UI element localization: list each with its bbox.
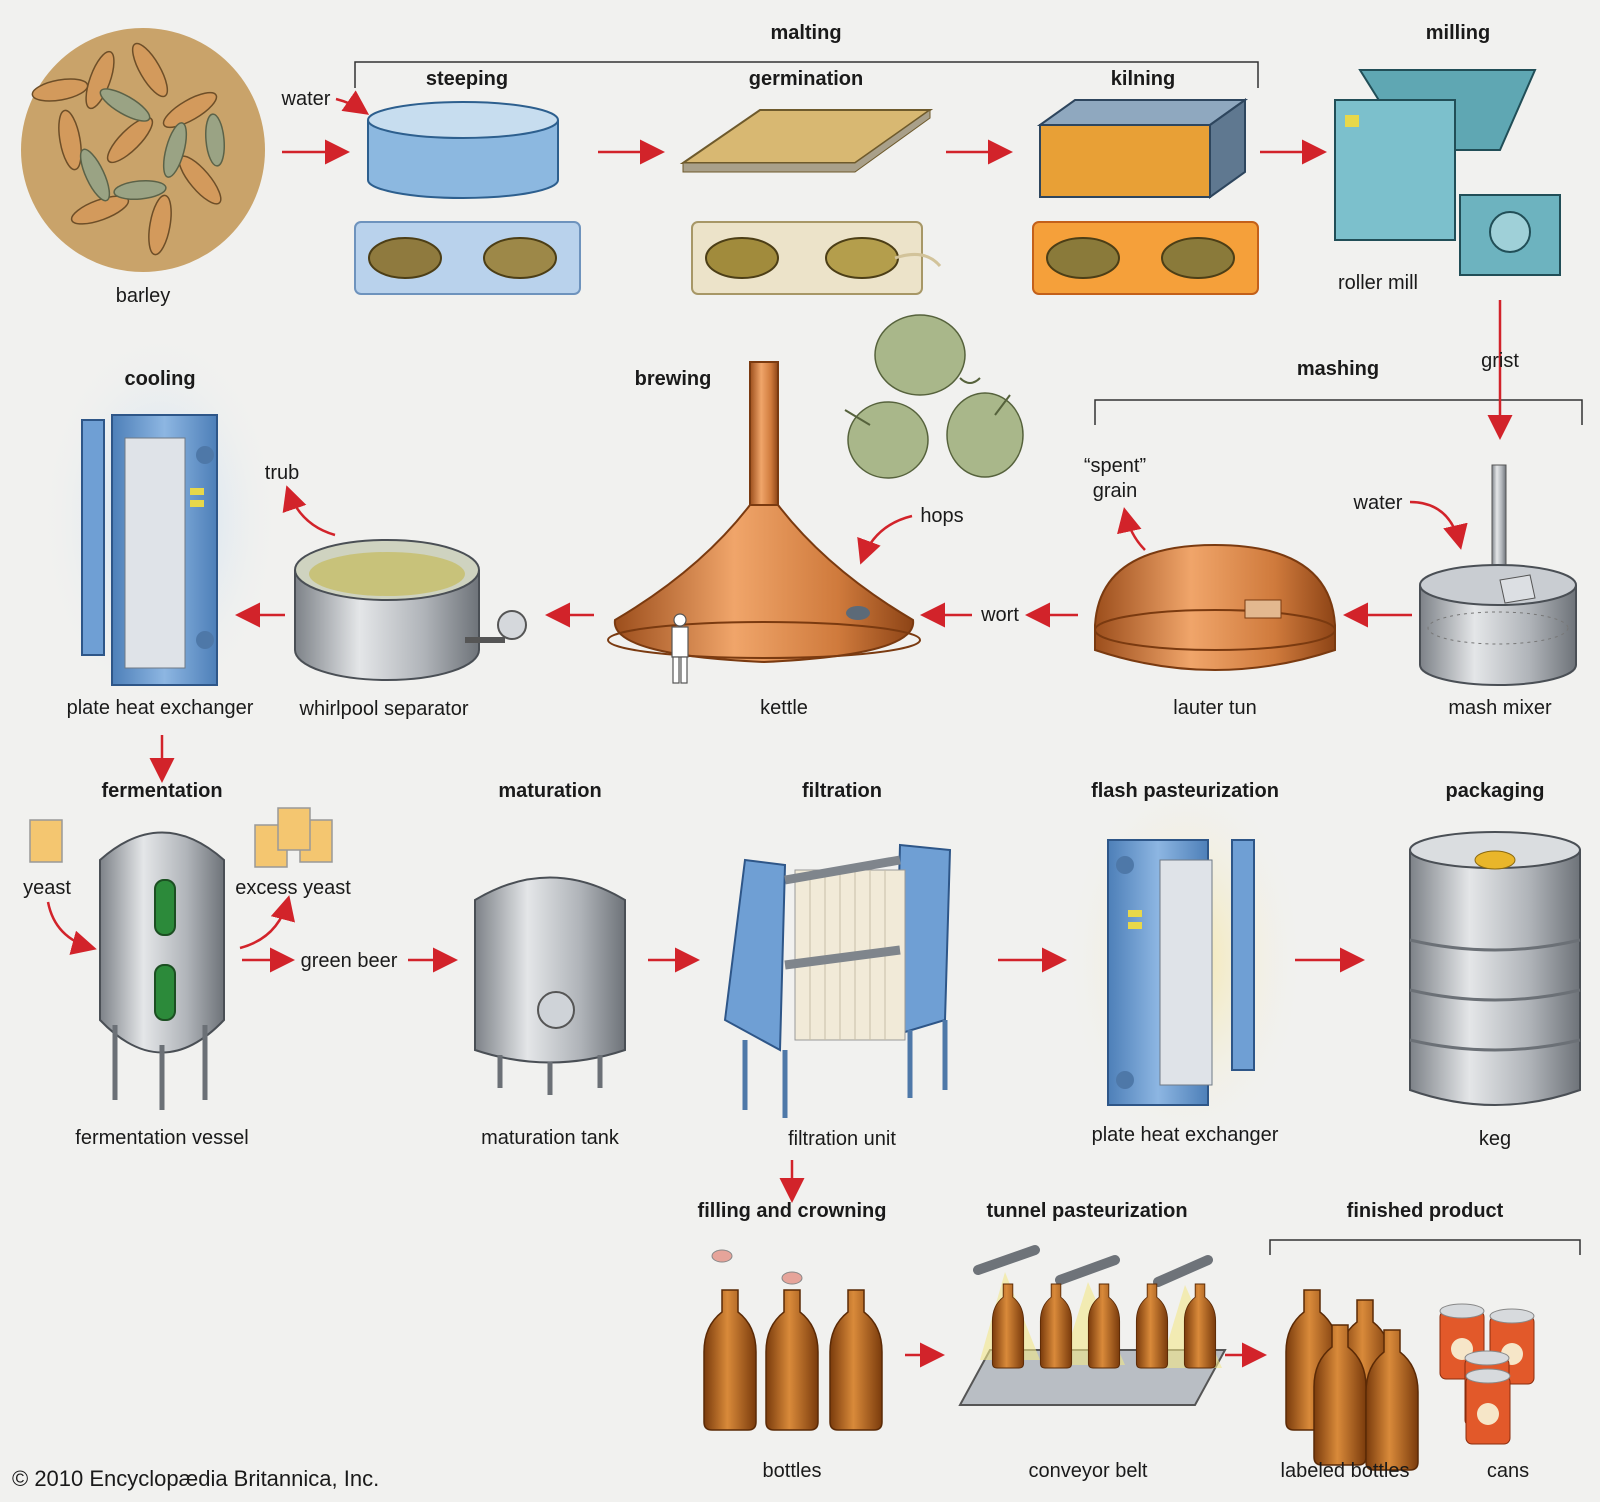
label-roller-mill: roller mill	[1338, 272, 1418, 294]
label-grist: grist	[1481, 350, 1519, 372]
label-yeast: yeast	[23, 877, 71, 899]
finished-product-bracket	[1269, 1239, 1581, 1255]
barley-grain-icon	[21, 28, 265, 272]
label-water-mash: water	[1353, 492, 1403, 514]
kettle-icon	[607, 361, 921, 684]
label-cans: cans	[1486, 1460, 1530, 1482]
label-spent-2: grain	[1092, 480, 1138, 502]
stage-steeping: steeping	[425, 68, 509, 90]
label-wort: wort	[981, 604, 1019, 626]
heat-exchanger-2-icon	[1107, 839, 1255, 1106]
label-plate-heat-exchanger-1: plate heat exchanger	[66, 697, 254, 719]
stage-malting: malting	[770, 22, 842, 44]
hops-icon	[844, 314, 1024, 479]
kiln-icon	[1032, 98, 1259, 295]
label-lauter-tun: lauter tun	[1173, 697, 1257, 719]
stage-filtration: filtration	[802, 780, 882, 802]
label-water-top: water	[281, 88, 331, 110]
stage-fermentation: fermentation	[101, 780, 223, 802]
stage-packaging: packaging	[1445, 780, 1545, 802]
stage-finished-product: finished product	[1346, 1200, 1504, 1222]
roller-mill-icon	[1334, 69, 1561, 276]
label-fermentation-vessel: fermentation vessel	[75, 1127, 249, 1149]
stage-brewing: brewing	[634, 368, 712, 390]
steeping-tank-icon	[354, 101, 581, 295]
label-spent-1: “spent”	[1083, 455, 1147, 477]
label-whirlpool-separator: whirlpool separator	[299, 698, 469, 720]
malting-bracket	[354, 61, 1259, 88]
mashing-bracket	[1094, 399, 1583, 425]
heat-exchanger-icon	[81, 414, 218, 686]
stage-milling: milling	[1425, 22, 1491, 44]
stage-mashing: mashing	[1296, 358, 1380, 380]
keg-icon	[1409, 831, 1581, 1106]
copyright: © 2010 Encyclopædia Britannica, Inc.	[12, 1466, 380, 1491]
stage-maturation: maturation	[498, 780, 602, 802]
fermentation-vessel-icon	[29, 807, 333, 1110]
whirlpool-icon	[294, 539, 527, 681]
label-filtration-unit: filtration unit	[788, 1128, 896, 1150]
label-keg: keg	[1478, 1128, 1512, 1150]
germination-tray-icon	[679, 109, 942, 295]
labeled-bottles-icon	[1285, 1289, 1419, 1471]
label-maturation-tank: maturation tank	[481, 1127, 619, 1149]
bottle-icon	[703, 1249, 883, 1431]
stage-filling-crowning: filling and crowning	[697, 1200, 887, 1222]
can-icon	[1439, 1303, 1535, 1445]
label-trub: trub	[264, 462, 300, 484]
label-green-beer: green beer	[300, 950, 398, 972]
label-barley: barley	[115, 285, 171, 307]
label-hops: hops	[920, 505, 964, 527]
label-mash-mixer: mash mixer	[1448, 697, 1552, 719]
lauter-tun-icon	[1094, 543, 1336, 671]
stage-flash-pasteurization: flash pasteurization	[1091, 780, 1279, 802]
label-labeled-bottles: labeled bottles	[1280, 1460, 1410, 1482]
process-arrows	[46, 90, 1513, 1368]
label-excess-yeast: excess yeast	[235, 877, 351, 899]
filtration-unit-icon	[723, 843, 952, 1118]
conveyor-icon	[958, 1245, 1227, 1406]
mash-mixer-icon	[1419, 464, 1577, 686]
maturation-tank-icon	[474, 876, 626, 1095]
label-conveyor-belt: conveyor belt	[1028, 1460, 1148, 1482]
stage-tunnel-pasteurization: tunnel pasteurization	[986, 1200, 1188, 1222]
label-bottles: bottles	[762, 1460, 822, 1482]
label-kettle: kettle	[760, 697, 808, 719]
label-plate-heat-exchanger-2: plate heat exchanger	[1091, 1124, 1279, 1146]
stage-germination: germination	[748, 68, 864, 90]
stage-cooling: cooling	[124, 368, 196, 390]
stage-kilning: kilning	[1110, 68, 1176, 90]
